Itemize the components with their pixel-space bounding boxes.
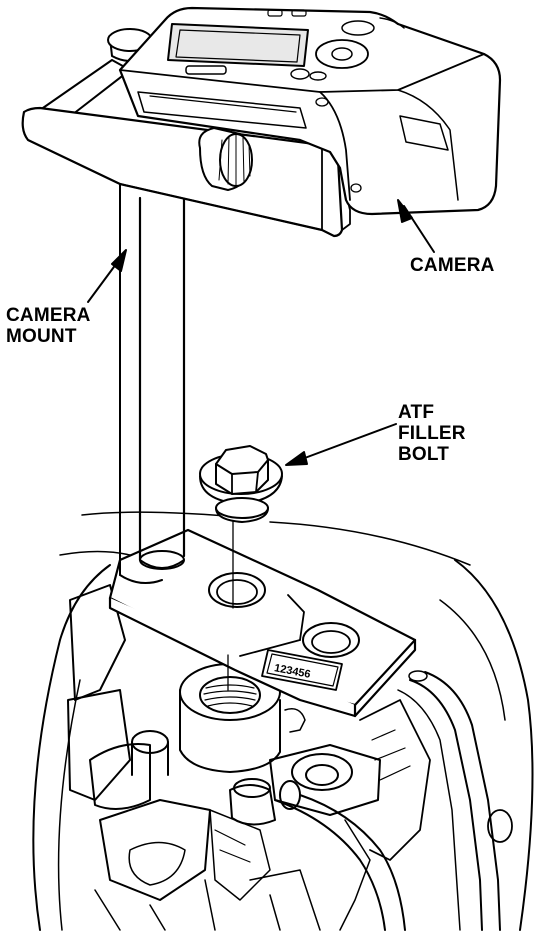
camera-mount-label: CAMERA MOUNT	[6, 305, 91, 347]
atf-filler-bolt-label-line-3: BOLT	[398, 444, 450, 465]
alignment-lines	[227, 519, 234, 691]
transmission-housing	[32, 511, 534, 931]
camera-body	[118, 6, 502, 216]
leader-arrows	[87, 199, 435, 466]
atf-filler-bolt-label: ATF FILLER BOLT	[398, 402, 466, 465]
camera-label: CAMERA	[410, 255, 495, 276]
atf-filler-bolt	[199, 445, 283, 523]
camera-label-line-1: CAMERA	[410, 255, 495, 276]
serial-number-plate: 123456	[261, 649, 343, 691]
camera-mount-label-line-2: MOUNT	[6, 326, 77, 347]
mount-post	[119, 179, 186, 585]
atf-filler-bolt-label-line-1: ATF	[398, 402, 435, 423]
atf-filler-bolt-label-line-2: FILLER	[398, 423, 466, 444]
mount-base-plate	[108, 528, 417, 718]
camera-bracket	[21, 28, 351, 238]
camera-mount-label-line-1: CAMERA	[6, 305, 91, 326]
